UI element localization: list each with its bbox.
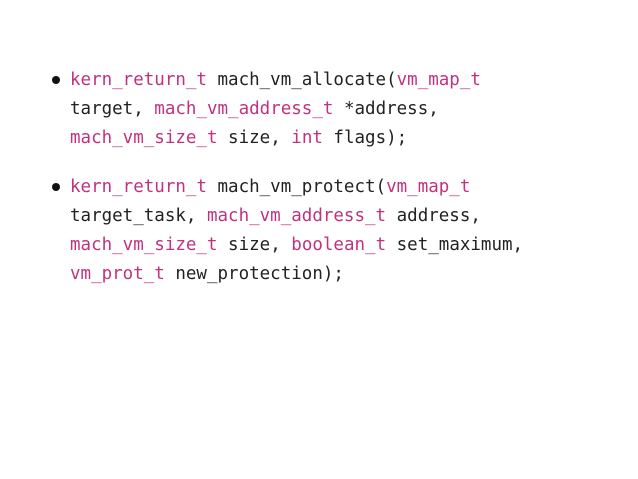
code-text: set_maximum, [386, 235, 524, 255]
type-keyword: int [291, 128, 323, 148]
type-keyword: kern_return_t [70, 70, 207, 90]
code-line: kern_return_t mach_vm_protect(vm_map_t [70, 173, 612, 202]
code-line: vm_prot_t new_protection); [70, 260, 612, 289]
code-line: target_task, mach_vm_address_t address, [70, 202, 612, 231]
bullet-mach-vm-protect: kern_return_t mach_vm_protect(vm_map_t t… [52, 173, 612, 289]
code-line: target, mach_vm_address_t *address, [70, 95, 612, 124]
code-text: flags); [322, 128, 408, 148]
code-text: address, [386, 206, 481, 226]
code-line: kern_return_t mach_vm_allocate(vm_map_t [70, 66, 612, 95]
code-text: size, [217, 235, 292, 255]
bullet-dot-icon [52, 76, 60, 84]
type-keyword: vm_map_t [386, 177, 471, 197]
code-line: mach_vm_size_t size, boolean_t set_maxim… [70, 231, 612, 260]
code-text: mach_vm_protect( [206, 177, 387, 197]
code-text: new_protection); [164, 264, 344, 284]
type-keyword: mach_vm_address_t [154, 99, 334, 119]
code-text: size, [217, 128, 292, 148]
code-line: mach_vm_size_t size, int flags); [70, 124, 612, 153]
bullet-mach-vm-allocate: kern_return_t mach_vm_allocate(vm_map_t … [52, 66, 612, 153]
code-text: mach_vm_allocate( [206, 70, 397, 90]
type-keyword: mach_vm_size_t [70, 128, 218, 148]
code-text: target, [70, 99, 155, 119]
type-keyword: kern_return_t [70, 177, 207, 197]
bullet-list: kern_return_t mach_vm_allocate(vm_map_t … [52, 66, 612, 309]
bullet-dot-icon [52, 183, 60, 191]
type-keyword: mach_vm_size_t [70, 235, 218, 255]
type-keyword: mach_vm_address_t [206, 206, 387, 226]
code-text: *address, [333, 99, 439, 119]
type-keyword: boolean_t [291, 235, 387, 255]
type-keyword: vm_prot_t [70, 264, 165, 284]
type-keyword: vm_map_t [396, 70, 481, 90]
code-text: target_task, [70, 206, 207, 226]
